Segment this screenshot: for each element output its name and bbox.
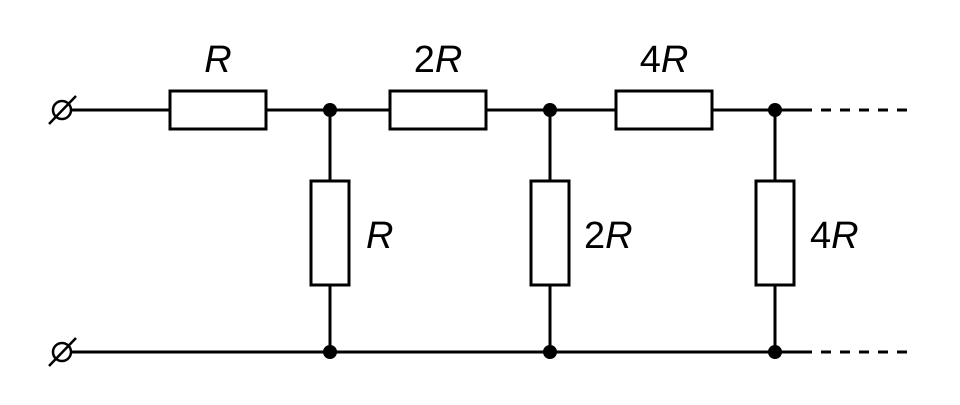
series-resistor-1 — [168, 89, 268, 131]
node-top-3 — [768, 103, 782, 117]
series-resistor-3-label: 4R — [640, 39, 689, 81]
series-resistor-2-label: 2R — [414, 39, 463, 81]
series-resistor-3 — [614, 89, 714, 131]
series-resistor-1-label: R — [204, 39, 231, 81]
node-bottom-1 — [323, 345, 337, 359]
shunt-resistor-2-label: 2R — [584, 215, 633, 257]
node-top-2 — [543, 103, 557, 117]
node-top-1 — [323, 103, 337, 117]
series-resistor-2 — [388, 89, 488, 131]
shunt-resistor-3 — [754, 179, 796, 287]
shunt-resistor-2 — [529, 179, 571, 287]
node-bottom-2 — [543, 345, 557, 359]
shunt-resistor-1 — [309, 179, 351, 287]
shunt-resistor-1-label: R — [366, 215, 393, 257]
shunt-resistor-3-label: 4R — [810, 215, 859, 257]
node-bottom-3 — [768, 345, 782, 359]
